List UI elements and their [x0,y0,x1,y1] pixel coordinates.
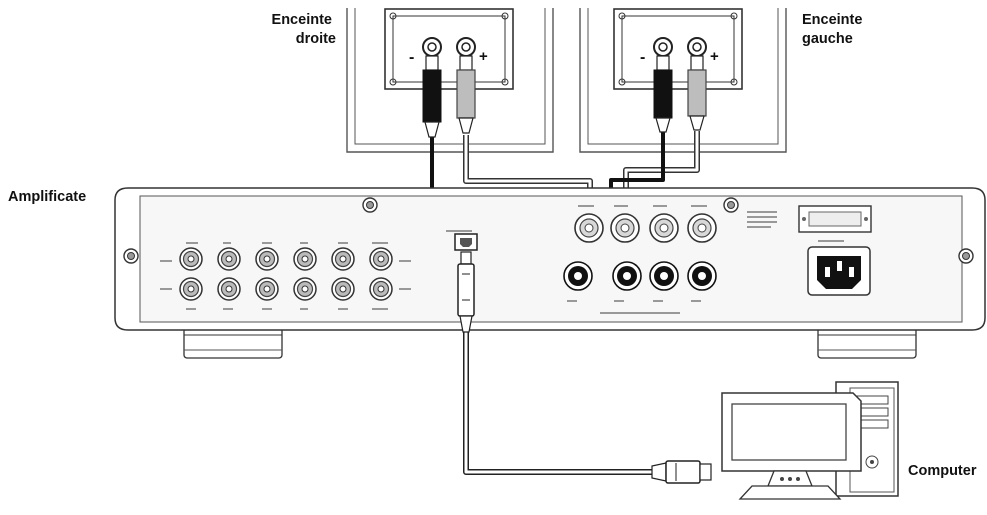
rca-jack-bottom-2 [217,277,241,301]
fuse-holder [798,205,872,233]
rca-jack-top-1 [179,247,203,271]
label-speaker-right-line1: Enceinte [272,12,332,28]
speaker-left-plus-sign: + [710,48,719,65]
speaker-right-plus-sign: + [479,48,488,65]
speaker-left: - + [579,8,787,153]
label-amplifier: Amplificate [8,189,86,205]
amplifier [114,187,986,359]
rca-jack-bottom-3 [255,277,279,301]
rca-jack-top-6 [369,247,393,271]
rca-jack-bottom-4 [293,277,317,301]
usb-b-port [454,233,478,251]
speaker-right: - + [346,8,554,153]
power-inlet [807,246,871,296]
rca-jack-bottom-5 [331,277,355,301]
speaker-left-minus-terminal [653,37,673,57]
amplifier-foot-left [183,327,283,359]
rca-jack-bottom-6 [369,277,393,301]
speaker-left-plus-terminal [687,37,707,57]
label-speaker-left-line2: gauche [802,31,853,47]
usb-a-plug [651,460,712,484]
rca-jack-top-4 [293,247,317,271]
rca-jack-top-2 [217,247,241,271]
label-speaker-right-line2: droite [296,31,336,47]
rca-jack-top-3 [255,247,279,271]
computer [721,381,899,500]
speaker-output-terminals [563,213,717,291]
label-speaker-right: Enceinte droite [272,12,336,47]
speaker-plugs [422,55,707,138]
usb-b-plug [457,251,475,333]
panel-fine-print [160,205,844,314]
label-computer: Computer [908,463,977,479]
label-speaker-left-line1: Enceinte [802,12,862,28]
speaker-right-plus-terminal [456,37,476,57]
usb-cable [463,330,655,475]
rca-jack-top-5 [331,247,355,271]
label-speaker-left: Enceinte gauche [802,12,866,47]
chassis-screws [123,197,974,264]
rca-jack-bottom-1 [179,277,203,301]
speaker-left-minus-sign: - [640,49,645,66]
speaker-right-minus-sign: - [409,49,414,66]
amplifier-foot-right [817,327,917,359]
computer-monitor [721,392,862,500]
analog-input-jacks [179,247,393,301]
speaker-right-minus-terminal [422,37,442,57]
